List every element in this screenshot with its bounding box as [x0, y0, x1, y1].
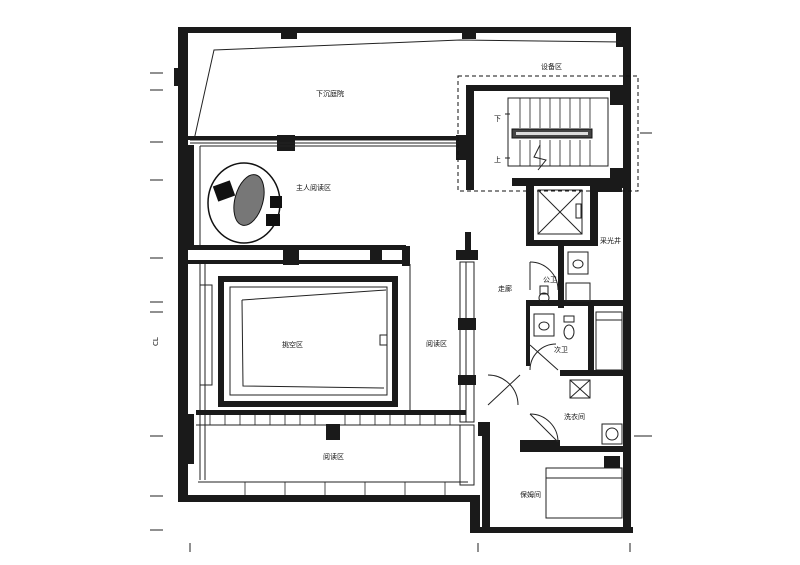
reading-area-bottom: 阅读区	[180, 410, 475, 495]
label-secondary-wc: 次卫	[554, 345, 568, 354]
label-public-wc: 公卫	[543, 276, 557, 284]
label-owner-reading-area: 主人阅读区	[296, 183, 331, 192]
reading-area-right: 阅读区	[409, 250, 478, 423]
laundry-room: 洗衣间	[520, 370, 624, 446]
public-wc: 公卫	[526, 246, 624, 308]
label-corridor: 走廊	[498, 284, 512, 293]
equipment-area: 设备区	[457, 62, 639, 192]
elevator-lightwell: 采光井	[512, 178, 622, 246]
label-equipment-area: 设备区	[541, 62, 562, 71]
owner-reading-area: 主人阅读区	[186, 142, 456, 245]
label-sunken-courtyard: 下沉庭院	[316, 89, 344, 98]
label-stair-up: 上	[494, 155, 501, 164]
label-reading-area-bottom: 阅读区	[323, 452, 344, 461]
corridor: 走廊	[465, 232, 521, 530]
label-laundry-room: 洗衣间	[564, 412, 585, 421]
nanny-room: 保姆间	[520, 446, 624, 519]
secondary-wc: 次卫	[526, 306, 623, 376]
label-light-well: 采光井	[600, 236, 621, 245]
label-void-area: 挑空区	[282, 340, 303, 349]
label-nanny-room: 保姆间	[520, 490, 541, 499]
void-area: 挑空区	[218, 276, 398, 407]
label-reading-area-right: 阅读区	[426, 339, 447, 348]
sunken-courtyard: 下沉庭院	[186, 39, 623, 160]
margin-ticks	[150, 72, 652, 552]
label-stair-down: 下	[494, 115, 501, 123]
stair: 下 上	[494, 97, 609, 171]
side-mark: CL	[152, 337, 160, 346]
outer-walls	[174, 27, 633, 533]
